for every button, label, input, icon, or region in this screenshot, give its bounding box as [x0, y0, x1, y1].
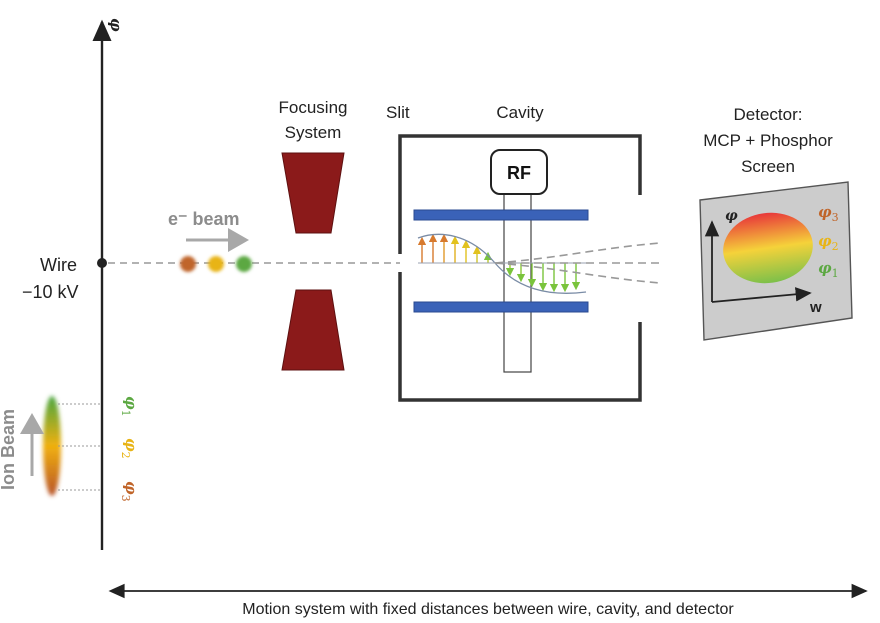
detector-spot [723, 212, 813, 284]
ion-phase-1: φ1 [119, 396, 140, 417]
detector-label-line1: Detector: [734, 105, 803, 124]
ion-phase-2: φ2 [119, 438, 140, 459]
ion-beam-label: Ion Beam [0, 409, 18, 490]
ion-phase-labels: φ1 φ2 φ3 [119, 396, 140, 502]
ebeam-label: e⁻ beam [168, 209, 240, 229]
focusing-label-line1: Focusing [279, 98, 348, 117]
phase-axis-label: φ [107, 18, 125, 32]
electron-bunches [180, 256, 252, 272]
detector-axis-y-label: φ [725, 208, 738, 224]
rf-box [490, 149, 548, 195]
ion-phase-3: φ3 [119, 481, 140, 502]
bunch-phi1 [236, 256, 252, 272]
detector-label-line3: Screen [741, 157, 795, 176]
bunch-phi2 [208, 256, 224, 272]
deflected-trajectories [494, 242, 661, 284]
bunch-phi3 [180, 256, 196, 272]
detector-phase-2: φ2 [818, 232, 839, 253]
wire-label: Wire [40, 255, 77, 275]
wire-voltage: −10 kV [22, 282, 79, 302]
detector-axis-x-label: w [809, 299, 822, 316]
detector-phase-labels: φ3 φ2 φ1 [818, 203, 839, 280]
ion-phase-guides [58, 403, 102, 491]
ion-beam-bunch [43, 396, 61, 496]
field-arrows [417, 233, 581, 293]
focusing-label-line2: System [285, 123, 342, 142]
cavity-label: Cavity [496, 103, 544, 122]
detector-phase-3: φ3 [818, 203, 839, 224]
motion-label: Motion system with fixed distances betwe… [242, 601, 734, 618]
detector-phase-1: φ1 [818, 259, 839, 280]
cavity-enclosure [398, 134, 642, 402]
slit-label: Slit [386, 103, 410, 122]
rf-label: RF [507, 163, 531, 183]
detector-axis-x [711, 287, 812, 303]
detector-label-line2: MCP + Phosphor [703, 131, 833, 150]
wire-point [97, 258, 107, 268]
plate-bottom [413, 301, 589, 313]
plate-top [413, 209, 589, 221]
focusing-lens-top [281, 152, 345, 234]
focusing-lens-bottom [281, 289, 345, 371]
